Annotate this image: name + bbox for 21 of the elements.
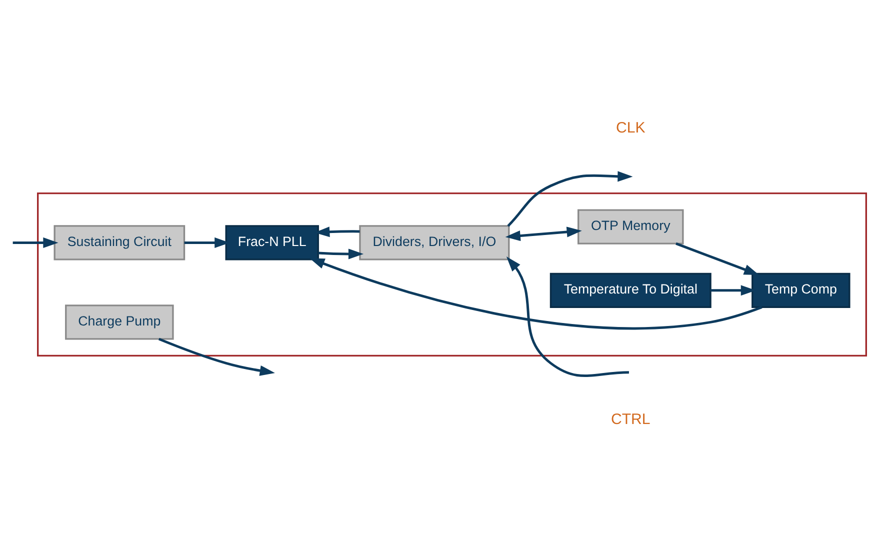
arrow (506, 256, 629, 377)
arrow (710, 285, 756, 296)
node-box: Temp Comp (752, 272, 850, 308)
arrow (12, 237, 58, 248)
label: CTRL (610, 410, 650, 428)
arrow (507, 171, 633, 227)
node-box: Frac-N PLL (225, 225, 319, 260)
label: CLK (616, 120, 646, 137)
arrow (505, 226, 582, 242)
arrow (309, 258, 762, 330)
node-box: Temperature To Digital (550, 272, 712, 308)
arrow (184, 237, 230, 248)
arrow (676, 242, 760, 275)
arrow (314, 226, 360, 238)
node-box: Charge Pump (65, 304, 174, 340)
node-box: Dividers, Drivers, I/O (359, 225, 510, 260)
node-box: OTP Memory (578, 209, 684, 244)
arrow (318, 248, 364, 260)
arrow (158, 338, 275, 376)
node-box: Sustaining Circuit (54, 225, 186, 260)
cluster (37, 192, 867, 356)
